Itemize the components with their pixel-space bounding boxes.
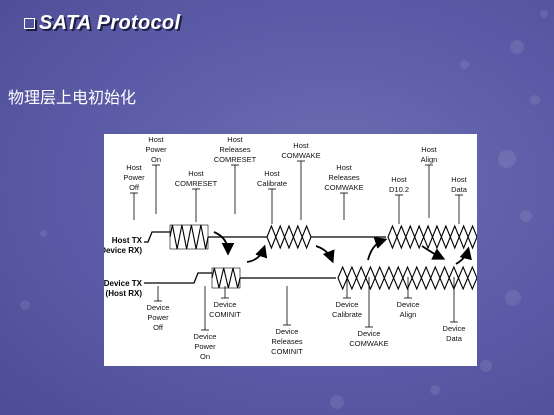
host-align-data-pattern bbox=[387, 224, 478, 250]
bubble bbox=[530, 95, 540, 105]
device-lane-label: Device TX bbox=[104, 279, 143, 288]
bubble bbox=[480, 360, 492, 372]
bottom-event-label: Device bbox=[214, 300, 237, 309]
bottom-event-label: Releases bbox=[271, 337, 303, 346]
bottom-event-label: Device bbox=[336, 300, 359, 309]
bottom-event-label: Device bbox=[358, 329, 381, 338]
arrow-cominit-to-calibrate bbox=[246, 244, 268, 263]
top-event-label: COMRESET bbox=[175, 179, 218, 188]
host-calibrate-pattern bbox=[266, 224, 312, 250]
top-event-label: Host bbox=[293, 141, 309, 150]
handshake-arrows bbox=[213, 231, 472, 265]
top-event-label: Align bbox=[421, 155, 438, 164]
bubble bbox=[20, 300, 30, 310]
top-event-label: COMWAKE bbox=[324, 183, 363, 192]
top-event-label: COMWAKE bbox=[281, 151, 320, 160]
top-event-label: Releases bbox=[328, 173, 360, 182]
host-lane-label: (Device RX) bbox=[104, 246, 142, 255]
top-event-label: Host bbox=[391, 175, 407, 184]
device-calibrate-align-pattern bbox=[337, 265, 478, 291]
bottom-event-label: Power bbox=[194, 342, 216, 351]
bubble bbox=[498, 150, 516, 168]
top-event-label: Host bbox=[188, 169, 204, 178]
top-event-label: Host bbox=[126, 163, 142, 172]
top-event-label: D10.2 bbox=[389, 185, 409, 194]
bottom-event-label: Calibrate bbox=[332, 310, 362, 319]
bottom-event-label: Power bbox=[147, 313, 169, 322]
bubble bbox=[330, 395, 344, 409]
host-tx-idle bbox=[144, 231, 170, 243]
bottom-event-label: COMINIT bbox=[209, 310, 241, 319]
top-event-label: Host bbox=[264, 169, 280, 178]
bubble bbox=[430, 385, 440, 395]
bottom-event-label: COMINIT bbox=[271, 347, 303, 356]
bubble bbox=[505, 290, 521, 306]
host-lane-label: Host TX bbox=[112, 236, 143, 245]
bubble bbox=[520, 210, 532, 222]
device-cominit-burst bbox=[211, 267, 241, 289]
top-event-label: Calibrate bbox=[257, 179, 287, 188]
bubble bbox=[40, 230, 47, 237]
top-event-label: On bbox=[151, 155, 161, 164]
top-event-label: Releases bbox=[219, 145, 251, 154]
label-ticks bbox=[130, 160, 463, 331]
top-labels: HostPowerOffHostPowerOnHostCOMRESETHostR… bbox=[123, 135, 467, 194]
bottom-event-label: Align bbox=[400, 310, 417, 319]
arrow-comreset-to-cominit bbox=[213, 231, 235, 256]
lane-labels: Host TX(Device RX) Device TX(Host RX) bbox=[98, 236, 143, 298]
bottom-event-label: COMWAKE bbox=[349, 339, 388, 348]
bottom-labels: DevicePowerOffDeviceCOMINITDevicePowerOn… bbox=[147, 300, 466, 361]
slide-title-text: SATA Protocol bbox=[39, 12, 181, 34]
bottom-event-label: Device bbox=[443, 324, 466, 333]
bottom-event-label: Device bbox=[397, 300, 420, 309]
top-event-label: Host bbox=[336, 163, 352, 172]
top-event-label: Data bbox=[451, 185, 468, 194]
bubble bbox=[510, 40, 524, 54]
bottom-event-label: Device bbox=[276, 327, 299, 336]
arrow-host-align-to-device bbox=[421, 245, 446, 260]
top-event-label: Power bbox=[123, 173, 145, 182]
top-event-label: Host bbox=[148, 135, 164, 144]
top-event-label: Host bbox=[421, 145, 437, 154]
timing-diagram-svg: Host TX(Device RX) Device TX(Host RX) Hos… bbox=[98, 135, 478, 361]
top-event-label: COMRESET bbox=[214, 155, 257, 164]
bottom-event-label: Device bbox=[147, 303, 170, 312]
host-comreset-burst bbox=[169, 224, 209, 250]
timing-diagram: Host TX(Device RX) Device TX(Host RX) Hos… bbox=[98, 134, 478, 366]
bottom-event-label: On bbox=[200, 352, 210, 361]
bottom-event-label: Off bbox=[153, 323, 164, 332]
bubble bbox=[540, 10, 548, 18]
slide-subtitle: 物理层上电初始化 bbox=[8, 88, 137, 107]
arrow-device-to-host-comwake bbox=[367, 236, 388, 261]
top-event-label: Off bbox=[129, 183, 140, 192]
arrow-host-to-device-calibrate bbox=[315, 245, 335, 264]
top-event-label: Host bbox=[451, 175, 467, 184]
bubble bbox=[460, 60, 469, 69]
slide-title: SATA Protocol bbox=[24, 12, 180, 35]
bottom-event-label: Data bbox=[446, 334, 463, 343]
checkbox-bullet-icon bbox=[24, 18, 35, 29]
device-tx-idle bbox=[144, 272, 212, 284]
arrow-device-align-to-host bbox=[455, 246, 472, 265]
top-event-label: Power bbox=[145, 145, 167, 154]
bottom-event-label: Device bbox=[194, 332, 217, 341]
signal-traces bbox=[144, 224, 478, 291]
top-event-label: Host bbox=[227, 135, 243, 144]
device-lane-label: (Host RX) bbox=[106, 289, 143, 298]
